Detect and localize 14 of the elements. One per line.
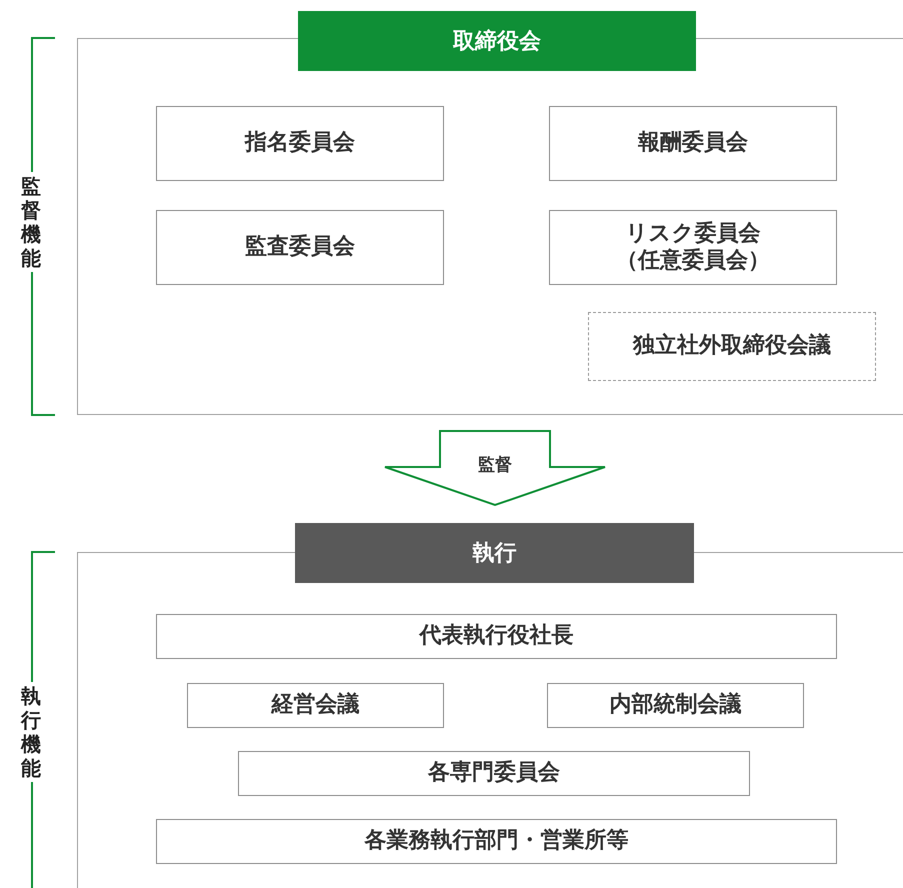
side-label: 執行機能 xyxy=(20,682,42,782)
committee-box: 報酬委員会 xyxy=(549,106,837,181)
committee-box: 内部統制会議 xyxy=(547,683,804,728)
header-bar: 執行 xyxy=(295,523,694,583)
committee-box: 監査委員会 xyxy=(156,210,444,285)
committee-box: 経営会議 xyxy=(187,683,444,728)
committee-box: 指名委員会 xyxy=(156,106,444,181)
side-label: 監督機能 xyxy=(20,172,42,272)
committee-box: 独立社外取締役会議 xyxy=(588,312,876,381)
committee-box: 各専門委員会 xyxy=(238,751,750,796)
committee-box: 代表執行役社長 xyxy=(156,614,837,659)
committee-box: リスク委員会（任意委員会） xyxy=(549,210,837,285)
committee-box: 各業務執行部門・営業所等 xyxy=(156,819,837,864)
header-bar: 取締役会 xyxy=(298,11,696,71)
